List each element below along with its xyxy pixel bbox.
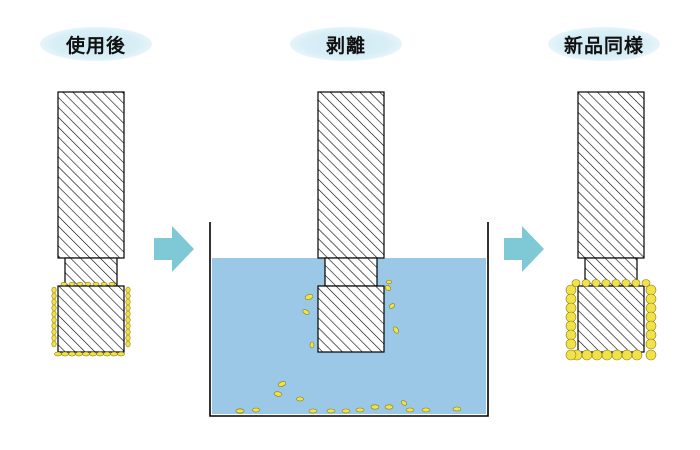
coating-particle (51, 310, 57, 318)
label-stripping: 剥離 (290, 27, 402, 61)
coating-particle (84, 282, 92, 286)
coating-particle (452, 406, 462, 412)
coating-particle (117, 351, 125, 357)
peeling-flakes (235, 279, 462, 414)
coating-particle (96, 351, 104, 357)
coating-particle (51, 292, 57, 300)
tool-used (51, 91, 131, 357)
coating-particle (565, 311, 577, 323)
coating-particle (51, 304, 57, 312)
coating-particle (296, 396, 304, 402)
coating-particle (601, 279, 611, 287)
coating-particle (565, 302, 577, 314)
coating-particle (76, 282, 84, 286)
coating-particle (591, 349, 603, 361)
coating-particle (565, 329, 577, 341)
coating-particle (309, 341, 315, 349)
coating-particle (421, 407, 431, 413)
coating-layer (51, 282, 131, 357)
coating-particle (235, 408, 245, 414)
coating-particle (645, 311, 657, 323)
coating-particle (565, 338, 577, 350)
coating-particle (125, 322, 131, 330)
arrow-right-icon (154, 226, 194, 272)
coating-particle (385, 285, 391, 291)
coating-particle (51, 340, 57, 348)
coating-particle (89, 351, 97, 357)
arrow-right-icon (504, 226, 544, 272)
coating-particle (75, 351, 83, 357)
coating-particle (51, 328, 57, 336)
coating-particle (60, 282, 68, 286)
coating-particle (591, 279, 601, 287)
coating-particle (611, 279, 621, 287)
coating-particle (621, 349, 633, 361)
coating-particle (110, 351, 118, 357)
coating-particle (645, 329, 657, 341)
coating-particle (645, 338, 657, 350)
coating-particle (621, 279, 631, 287)
coating-particle (51, 334, 57, 342)
coating-particle (565, 293, 577, 305)
coating-particle (125, 292, 131, 300)
coating-particle (125, 340, 131, 348)
coating-particle (277, 381, 287, 387)
coating-particle (68, 351, 76, 357)
label-like-new: 新品同様 (548, 27, 660, 61)
coating-particle (125, 316, 131, 324)
coating-particle (100, 282, 108, 286)
coating-particle (51, 286, 57, 294)
coating-particle (51, 298, 57, 306)
coating-particle (384, 404, 394, 410)
coating-particle (125, 304, 131, 312)
coating-particle (386, 279, 392, 285)
coating-particle (631, 349, 643, 361)
label-used: 使用後 (40, 27, 152, 61)
coating-particle (645, 349, 657, 361)
coating-particle (645, 320, 657, 332)
coating-particle (355, 407, 365, 413)
coating-particle (82, 351, 90, 357)
coating-particle (125, 286, 131, 294)
coating-particle (108, 282, 116, 286)
coating-particle (393, 326, 399, 334)
coating-particle (565, 320, 577, 332)
coating-particle (54, 351, 62, 357)
coating-particle (565, 349, 577, 361)
coating-particle (581, 349, 593, 361)
coating-particle (51, 322, 57, 330)
coating-particle (370, 404, 380, 410)
coating-particle (125, 328, 131, 336)
new-coating-layer (565, 279, 657, 361)
tool-stripping (235, 91, 462, 414)
coating-particle (61, 351, 69, 357)
coating-particle (400, 400, 408, 406)
coating-particle (611, 349, 623, 361)
coating-particle (571, 279, 581, 287)
coating-particle (51, 316, 57, 324)
coating-particle (252, 407, 260, 413)
coating-particle (631, 279, 641, 287)
coating-particle (308, 408, 318, 414)
coating-particle (125, 310, 131, 318)
coating-particle (125, 334, 131, 342)
coating-particle (304, 293, 314, 301)
coating-particle (645, 302, 657, 314)
tool-like-new (565, 91, 657, 361)
coating-particle (68, 282, 76, 286)
coating-particle (92, 282, 100, 286)
coating-particle (326, 408, 336, 414)
coating-particle (641, 279, 651, 287)
coating-particle (125, 298, 131, 306)
coating-particle (388, 303, 396, 309)
coating-particle (302, 309, 310, 315)
coating-particle (273, 391, 283, 397)
coating-particle (405, 407, 415, 413)
coating-particle (581, 279, 591, 287)
coating-particle (103, 351, 111, 357)
coating-particle (601, 349, 613, 361)
coating-particle (341, 408, 351, 414)
coating-particle (645, 293, 657, 305)
